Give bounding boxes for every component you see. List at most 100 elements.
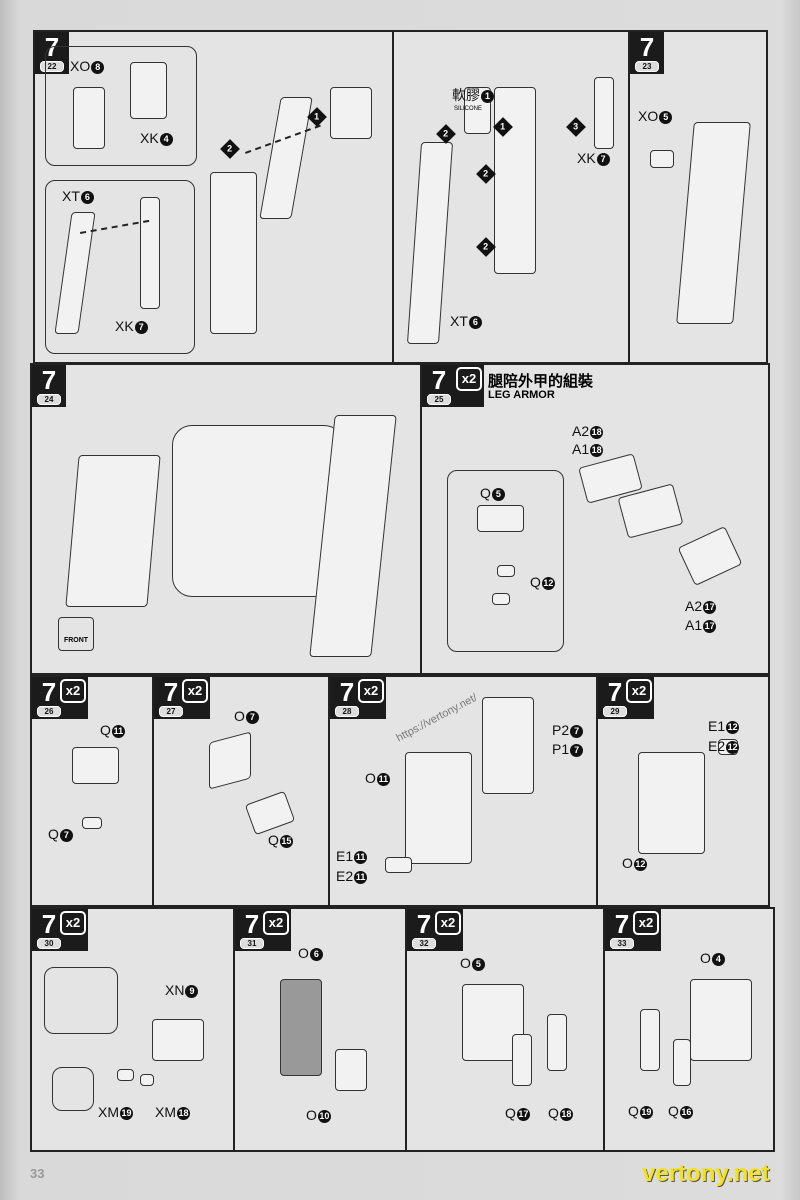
part-number-badge: 17 (516, 1108, 530, 1121)
part-code: 軟膠 (452, 87, 480, 103)
panel-step-23: 2 1 2 3 2 SILICONE (392, 30, 630, 364)
part-drawing (494, 87, 536, 274)
part-code: XN (165, 982, 185, 998)
part-code: Q (505, 1105, 516, 1121)
part-number-badge: 12 (726, 721, 740, 734)
part-code: Q (480, 485, 491, 501)
part-code: Q (268, 832, 279, 848)
part-drawing (280, 979, 322, 1076)
quantity-badge: x2 (182, 679, 208, 703)
order-marker: 2 (476, 164, 496, 184)
front-indicator: FRONT (58, 617, 94, 651)
part-code: A2 (685, 598, 703, 614)
part-drawing (73, 87, 105, 149)
part-number-badge: 7 (570, 744, 584, 757)
quantity-badge: x2 (60, 911, 86, 935)
part-number-badge: 12 (726, 741, 740, 754)
part-code: P2 (552, 722, 570, 738)
part-drawing (547, 1014, 567, 1071)
part-number-badge: 6 (80, 191, 94, 204)
part-code: A1 (572, 441, 590, 457)
part-drawing (512, 1034, 532, 1086)
part-drawing (477, 505, 524, 532)
part-drawing (690, 979, 752, 1061)
part-number-badge: 8 (91, 61, 105, 74)
part-drawing (130, 62, 167, 119)
part-code: A1 (685, 617, 703, 633)
part-drawing (677, 525, 743, 587)
part-number-badge: 11 (354, 871, 368, 884)
part-code: E1 (708, 718, 726, 734)
part-number-badge: 6 (309, 948, 323, 961)
part-number-badge: 6 (468, 316, 482, 329)
part-code: XK (140, 130, 159, 146)
part-number-badge: 18 (559, 1108, 573, 1121)
part-drawing (335, 1049, 367, 1091)
sub-box (45, 46, 197, 166)
part-number-badge: 7 (596, 153, 610, 166)
part-drawing (406, 142, 454, 344)
sub-box (447, 470, 564, 652)
part-code: E2 (708, 738, 726, 754)
part-drawing (405, 752, 472, 864)
part-number-badge: 18 (177, 1107, 190, 1120)
part-number-badge: 19 (639, 1106, 653, 1119)
part-code: O (306, 1107, 317, 1123)
part-drawing (330, 87, 372, 139)
part-drawing (673, 1039, 691, 1086)
part-drawing (82, 817, 102, 829)
order-marker: 3 (566, 117, 586, 137)
part-number-badge: 19 (120, 1107, 133, 1120)
part-code: E1 (336, 848, 354, 864)
part-drawing (140, 1074, 154, 1086)
quantity-badge: x2 (358, 679, 384, 703)
part-number-badge: 18 (590, 444, 604, 457)
part-drawing (482, 697, 534, 794)
part-number-badge: 12 (541, 577, 555, 590)
part-code: Q (48, 826, 59, 842)
part-number-badge: 7 (134, 321, 148, 334)
part-drawing (640, 1009, 660, 1071)
part-number-badge: 7 (59, 829, 73, 842)
part-drawing (152, 1019, 204, 1061)
part-number-badge: 4 (159, 133, 173, 146)
quantity-badge: x2 (435, 911, 461, 935)
quantity-badge: x2 (626, 679, 652, 703)
part-drawing (638, 752, 705, 854)
sub-box (45, 180, 195, 354)
part-code: XK (115, 318, 134, 334)
brand-watermark: vertony.net (642, 1160, 770, 1187)
part-code: XO (638, 108, 659, 124)
part-number-badge: 18 (590, 426, 604, 439)
part-code: O (700, 950, 711, 966)
part-code: Q (628, 1103, 639, 1119)
